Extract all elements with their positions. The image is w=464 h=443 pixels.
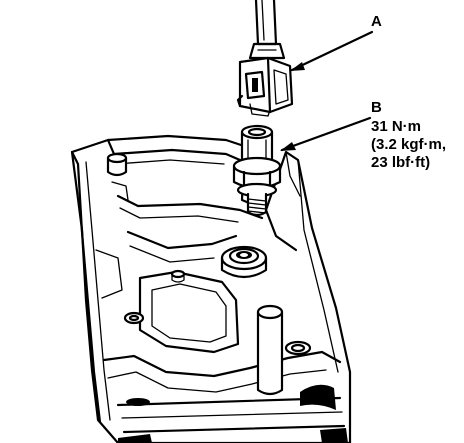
torque-spec-lbfft: 23 lbf·ft) — [371, 154, 430, 171]
callout-b: B 31 N·m (3.2 kgf·m, 23 lbf·ft) — [280, 99, 446, 171]
connector-a — [236, 56, 294, 117]
label-a: A — [371, 13, 382, 30]
torque-spec-nm: 31 N·m — [371, 118, 421, 135]
arrowhead-a — [290, 62, 305, 71]
torque-spec-kgfm: (3.2 kgf·m, — [371, 136, 446, 153]
callout-a: A — [290, 13, 382, 72]
bolt-left — [123, 311, 145, 325]
arrowhead-b — [280, 142, 296, 151]
sensor-mounting-boss — [220, 245, 268, 279]
label-b: B — [371, 99, 382, 116]
dowel-pin-lower — [256, 304, 284, 396]
small-nub — [170, 269, 186, 283]
leader-line-b — [280, 116, 372, 152]
bolt-right — [284, 340, 312, 356]
bottom-shadows — [118, 384, 348, 443]
wire-harness — [248, 0, 286, 60]
sensor-b — [232, 124, 282, 217]
dowel-pin-upper — [106, 152, 128, 177]
leader-line-a — [290, 30, 374, 72]
